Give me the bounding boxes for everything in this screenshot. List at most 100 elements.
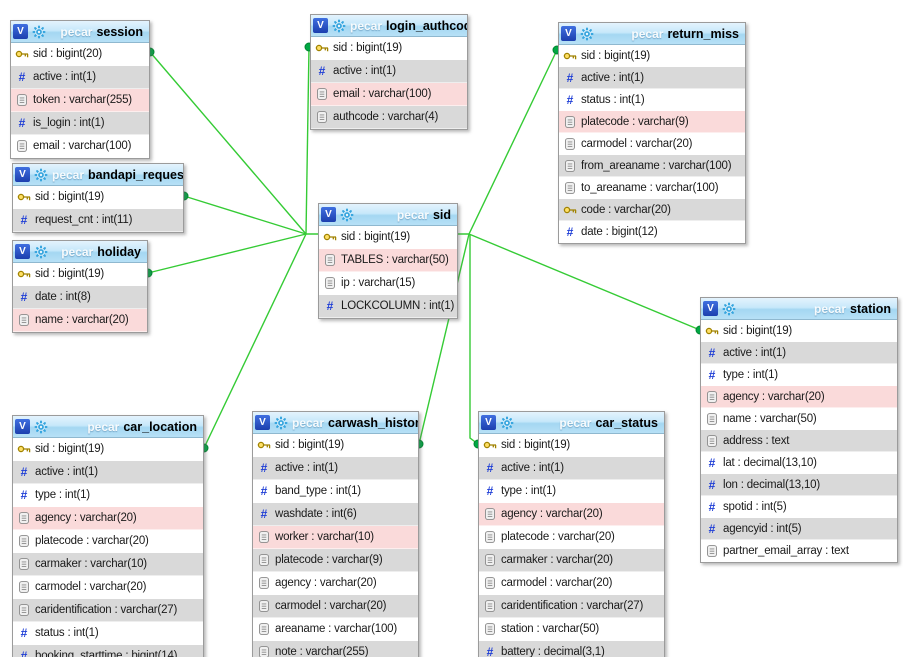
table-carwash_history[interactable]: V pecar carwash_history	[252, 411, 419, 657]
field-row-car_status-carmaker[interactable]: # carmaker : varchar(20)	[479, 549, 664, 572]
relationship-car_status-to-sid[interactable]	[469, 234, 479, 445]
field-row-session-active[interactable]: # active : int(1)	[11, 66, 149, 89]
field-row-car_status-caridentification[interactable]: # caridentification : varchar(27)	[479, 595, 664, 618]
field-row-return_miss-platecode[interactable]: # platecode : varchar(9)	[559, 111, 745, 133]
field-label: active : int(1)	[581, 71, 644, 84]
field-row-carwash_history-note[interactable]: # note : varchar(255)	[253, 641, 418, 657]
table-car_location[interactable]: V pecar car_location	[12, 415, 204, 657]
field-row-station-agencyid[interactable]: # agencyid : int(5)	[701, 518, 897, 540]
field-row-car_status-platecode[interactable]: # platecode : varchar(20)	[479, 526, 664, 549]
relationship-bandapi_request-to-sid[interactable]	[183, 195, 307, 235]
field-row-sid-LOCKCOLUMN[interactable]: # LOCKCOLUMN : int(1)	[319, 295, 457, 318]
field-row-return_miss-to_areaname[interactable]: # to_areaname : varchar(100)	[559, 177, 745, 199]
field-row-return_miss-date[interactable]: # date : bigint(12)	[559, 221, 745, 243]
field-row-session-sid[interactable]: # sid : bigint(20)	[11, 43, 149, 66]
table-bandapi_request[interactable]: V pecar bandapi_request	[12, 163, 184, 233]
relationship-station-to-sid[interactable]	[468, 233, 701, 331]
field-row-carwash_history-platecode[interactable]: # platecode : varchar(9)	[253, 549, 418, 572]
field-row-car_location-platecode[interactable]: # platecode : varchar(20)	[13, 530, 203, 553]
field-row-carwash_history-areaname[interactable]: # areaname : varchar(100)	[253, 618, 418, 641]
table-sid[interactable]: V pecar sid	[318, 203, 458, 319]
field-row-carwash_history-worker[interactable]: # worker : varchar(10)	[253, 526, 418, 549]
field-row-return_miss-sid[interactable]: # sid : bigint(19)	[559, 45, 745, 67]
field-row-holiday-sid[interactable]: # sid : bigint(19)	[13, 263, 147, 286]
field-row-car_location-active[interactable]: # active : int(1)	[13, 461, 203, 484]
table-header[interactable]: V pecar station	[701, 298, 897, 320]
field-row-login_authcode-active[interactable]: # active : int(1)	[311, 60, 467, 83]
table-header[interactable]: V pecar sid	[319, 204, 457, 226]
field-row-car_location-booking_starttime[interactable]: # booking_starttime : bigint(14)	[13, 645, 203, 657]
field-row-station-agency[interactable]: # agency : varchar(20)	[701, 386, 897, 408]
field-row-car_status-sid[interactable]: # sid : bigint(19)	[479, 434, 664, 457]
table-station[interactable]: V pecar station	[700, 297, 898, 563]
table-header[interactable]: V pecar return_miss	[559, 23, 745, 45]
field-row-station-active[interactable]: # active : int(1)	[701, 342, 897, 364]
table-header[interactable]: V pecar car_status	[479, 412, 664, 434]
field-row-session-token[interactable]: # token : varchar(255)	[11, 89, 149, 112]
field-row-login_authcode-email[interactable]: # email : varchar(100)	[311, 83, 467, 106]
field-row-carwash_history-carmodel[interactable]: # carmodel : varchar(20)	[253, 595, 418, 618]
field-row-car_location-status[interactable]: # status : int(1)	[13, 622, 203, 645]
field-row-car_location-carmodel[interactable]: # carmodel : varchar(20)	[13, 576, 203, 599]
field-row-carwash_history-agency[interactable]: # agency : varchar(20)	[253, 572, 418, 595]
field-row-sid-TABLES[interactable]: # TABLES : varchar(50)	[319, 249, 457, 272]
field-row-car_status-station[interactable]: # station : varchar(50)	[479, 618, 664, 641]
relationship-holiday-to-sid[interactable]	[147, 233, 307, 274]
field-label: type : int(1)	[723, 368, 778, 381]
field-row-car_status-agency[interactable]: # agency : varchar(20)	[479, 503, 664, 526]
field-row-station-lon[interactable]: # lon : decimal(13,10)	[701, 474, 897, 496]
field-row-car_status-carmodel[interactable]: # carmodel : varchar(20)	[479, 572, 664, 595]
field-row-car_location-agency[interactable]: # agency : varchar(20)	[13, 507, 203, 530]
field-row-station-name[interactable]: # name : varchar(50)	[701, 408, 897, 430]
field-row-car_location-type[interactable]: # type : int(1)	[13, 484, 203, 507]
field-row-carwash_history-washdate[interactable]: # washdate : int(6)	[253, 503, 418, 526]
field-row-holiday-date[interactable]: # date : int(8)	[13, 286, 147, 309]
field-row-return_miss-status[interactable]: # status : int(1)	[559, 89, 745, 111]
field-row-station-address[interactable]: # address : text	[701, 430, 897, 452]
field-row-carwash_history-sid[interactable]: # sid : bigint(19)	[253, 434, 418, 457]
field-row-car_status-type[interactable]: # type : int(1)	[479, 480, 664, 503]
table-holiday[interactable]: V pecar holiday	[12, 240, 148, 333]
field-row-return_miss-active[interactable]: # active : int(1)	[559, 67, 745, 89]
relationship-login_authcode-to-sid[interactable]	[305, 46, 310, 235]
table-header[interactable]: V pecar carwash_history	[253, 412, 418, 434]
table-car_status[interactable]: V pecar car_status	[478, 411, 665, 657]
table-session[interactable]: V pecar session	[10, 20, 150, 159]
field-row-session-is_login[interactable]: # is_login : int(1)	[11, 112, 149, 135]
field-label: agency : varchar(20)	[501, 508, 603, 520]
field-row-carwash_history-active[interactable]: # active : int(1)	[253, 457, 418, 480]
relationship-carwash_history-to-sid[interactable]	[418, 233, 470, 445]
field-row-return_miss-from_areaname[interactable]: # from_areaname : varchar(100)	[559, 155, 745, 177]
field-row-station-partner_email_array[interactable]: # partner_email_array : text	[701, 540, 897, 562]
table-login_authcode[interactable]: V pecar login_authcode	[310, 14, 468, 130]
field-row-station-lat[interactable]: # lat : decimal(13,10)	[701, 452, 897, 474]
field-row-station-type[interactable]: # type : int(1)	[701, 364, 897, 386]
field-row-return_miss-carmodel[interactable]: # carmodel : varchar(20)	[559, 133, 745, 155]
field-row-car_status-battery[interactable]: # battery : decimal(3,1)	[479, 641, 664, 657]
field-row-car_location-sid[interactable]: # sid : bigint(19)	[13, 438, 203, 461]
table-header[interactable]: V pecar car_location	[13, 416, 203, 438]
table-header[interactable]: V pecar login_authcode	[311, 15, 467, 37]
field-row-session-email[interactable]: # email : varchar(100)	[11, 135, 149, 158]
field-row-login_authcode-authcode[interactable]: # authcode : varchar(4)	[311, 106, 467, 129]
field-row-login_authcode-sid[interactable]: # sid : bigint(19)	[311, 37, 467, 60]
table-header[interactable]: V pecar bandapi_request	[13, 164, 183, 186]
table-header[interactable]: V pecar holiday	[13, 241, 147, 263]
field-row-station-sid[interactable]: # sid : bigint(19)	[701, 320, 897, 342]
field-row-car_location-caridentification[interactable]: # caridentification : varchar(27)	[13, 599, 203, 622]
relationship-car_location-to-sid[interactable]	[203, 233, 307, 449]
field-row-return_miss-code[interactable]: # code : varchar(20)	[559, 199, 745, 221]
field-row-bandapi_request-request_cnt[interactable]: # request_cnt : int(11)	[13, 209, 183, 232]
table-return_miss[interactable]: V pecar return_miss	[558, 22, 746, 244]
field-row-sid-ip[interactable]: # ip : varchar(15)	[319, 272, 457, 295]
field-row-carwash_history-band_type[interactable]: # band_type : int(1)	[253, 480, 418, 503]
table-header[interactable]: V pecar session	[11, 21, 149, 43]
field-row-sid-sid[interactable]: # sid : bigint(19)	[319, 226, 457, 249]
field-row-bandapi_request-sid[interactable]: # sid : bigint(19)	[13, 186, 183, 209]
field-row-holiday-name[interactable]: # name : varchar(20)	[13, 309, 147, 332]
field-row-car_location-carmaker[interactable]: # carmaker : varchar(10)	[13, 553, 203, 576]
field-row-car_status-active[interactable]: # active : int(1)	[479, 457, 664, 480]
field-row-station-spotid[interactable]: # spotid : int(5)	[701, 496, 897, 518]
relationship-return_miss-to-sid[interactable]	[458, 49, 558, 235]
primary-key-icon	[17, 270, 31, 278]
